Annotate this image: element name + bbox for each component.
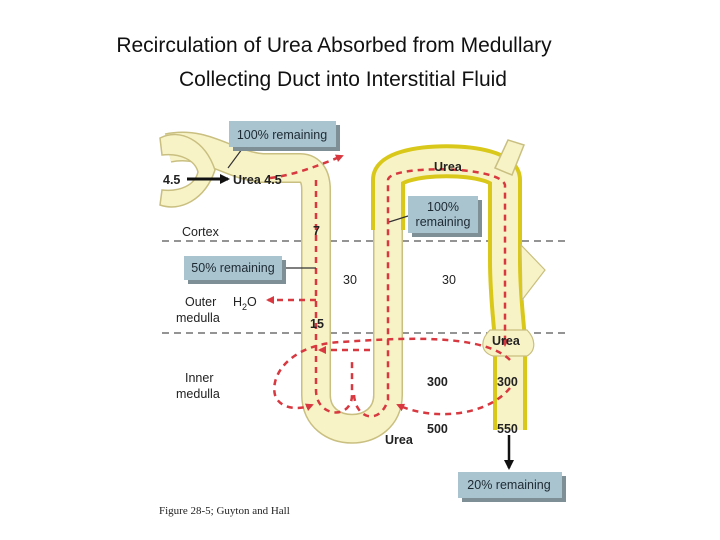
remaining-bottom-text: 20% remaining: [467, 478, 550, 492]
remaining-cd-text-1: 100%: [427, 200, 459, 214]
zone-cortex-label: Cortex: [182, 225, 220, 239]
remaining-box-bottom: 20% remaining: [458, 472, 566, 502]
urea-collecting-duct-label: Urea: [492, 334, 521, 348]
remaining-box-half: 50% remaining: [184, 256, 286, 284]
conc-300-right-label: 300: [497, 375, 518, 389]
input-value-label: 4.5: [163, 173, 180, 187]
remaining-top-text: 100% remaining: [237, 128, 327, 142]
remaining-box-top: 100% remaining: [229, 121, 340, 151]
conc-30-right-label: 30: [442, 273, 456, 287]
zone-outer-medulla-label-2: medulla: [176, 311, 220, 325]
conc-300-left-label: 300: [427, 375, 448, 389]
urea-top-label: Urea: [434, 160, 463, 174]
conc-15-label: 15: [310, 317, 324, 331]
urea-tubule-label: Urea 4.5: [233, 173, 282, 187]
h2o-label: H2O: [233, 295, 257, 312]
conc-7-label: 7: [313, 224, 320, 238]
remaining-cd-text-2: remaining: [416, 215, 471, 229]
conc-30-left-label: 30: [343, 273, 357, 287]
collecting-duct: [388, 140, 545, 430]
urea-bottom-label: Urea: [385, 433, 414, 447]
zone-inner-medulla-label-2: medulla: [176, 387, 220, 401]
zone-inner-medulla-label-1: Inner: [185, 371, 214, 385]
conc-550-label: 550: [497, 422, 518, 436]
remaining-half-text: 50% remaining: [191, 261, 274, 275]
zone-outer-medulla-label-1: Outer: [185, 295, 216, 309]
figure-caption: Figure 28-5; Guyton and Hall: [159, 505, 290, 517]
remaining-box-collecting-duct: 100% remaining: [408, 196, 482, 237]
conc-500-label: 500: [427, 422, 448, 436]
